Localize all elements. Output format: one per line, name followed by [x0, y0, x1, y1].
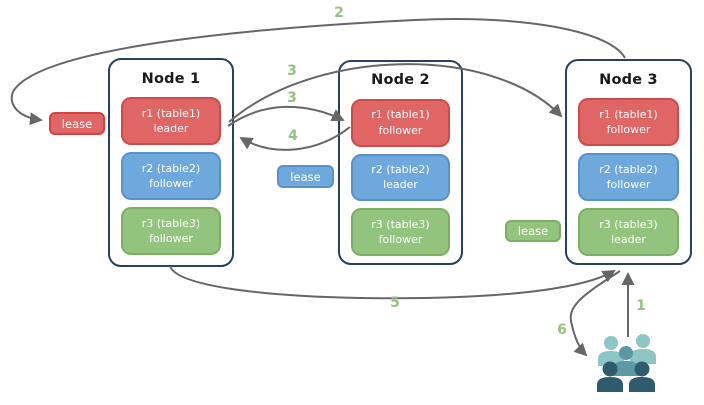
- replica-role: follower: [149, 177, 193, 190]
- lease-badge-r3: lease: [505, 220, 561, 242]
- arrow-5-node1-to-node3: [169, 265, 616, 300]
- node-3: Node 3 r1 (table1) follower r2 (table2) …: [565, 59, 692, 265]
- arrow-3-node1-to-node2: [227, 105, 345, 127]
- node-1-title: Node 1: [141, 70, 201, 87]
- lease-badge-r1: lease: [49, 112, 105, 135]
- replica-id: r3 (table3): [371, 217, 430, 231]
- arrow-2-node3-to-lease: [10, 17, 626, 126]
- replica-role: leader: [153, 122, 189, 135]
- node-2-title: Node 2: [371, 72, 430, 89]
- node-1: Node 1 r1 (table1) leader r2 (table2) fo…: [108, 58, 234, 267]
- node-3-replica-r1: r1 (table1) follower: [578, 98, 679, 146]
- replica-id: r1 (table1): [599, 107, 658, 121]
- replica-id: r2 (table2): [141, 161, 201, 175]
- node-3-replica-r2: r2 (table2) follower: [578, 153, 679, 201]
- node-1-replica-r3: r3 (table3) follower: [121, 207, 221, 255]
- lease-badge-r2: lease: [277, 165, 334, 188]
- replica-role: follower: [378, 123, 423, 137]
- replica-id: r2 (table2): [599, 162, 658, 176]
- replica-role: leader: [611, 233, 646, 246]
- node-1-replica-r1: r1 (table1) leader: [121, 97, 221, 145]
- replica-id: r2 (table2): [371, 162, 430, 176]
- replica-role: follower: [378, 233, 423, 247]
- replica-id: r3 (table3): [141, 216, 201, 230]
- node-2-replica-r2: r2 (table2) leader: [351, 153, 450, 202]
- node-3-title: Node 3: [599, 71, 658, 88]
- node-3-replica-r3: r3 (table3) leader: [578, 208, 679, 256]
- replica-role: follower: [149, 232, 193, 245]
- step-label-5: 5: [390, 295, 400, 311]
- replica-id: r1 (table1): [141, 106, 201, 120]
- node-1-replica-r2: r2 (table2) follower: [121, 152, 221, 200]
- node-2: Node 2 r1 (table1) follower r2 (table2) …: [338, 60, 463, 265]
- step-label-4: 4: [288, 128, 298, 144]
- step-label-3a: 3: [287, 63, 297, 79]
- step-label-3b: 3: [287, 90, 297, 106]
- replica-id: r3 (table3): [599, 217, 658, 231]
- node-2-replica-r1: r1 (table1) follower: [351, 98, 450, 147]
- replica-role: leader: [383, 178, 418, 192]
- step-label-2: 2: [334, 5, 344, 21]
- replica-id: r1 (table1): [371, 108, 430, 122]
- replica-role: follower: [606, 178, 651, 191]
- users-group-icon: [597, 334, 656, 392]
- node-2-replica-r3: r3 (table3) follower: [351, 208, 450, 256]
- step-label-6: 6: [557, 322, 567, 338]
- step-label-1: 1: [636, 298, 646, 314]
- replica-role: follower: [606, 123, 651, 136]
